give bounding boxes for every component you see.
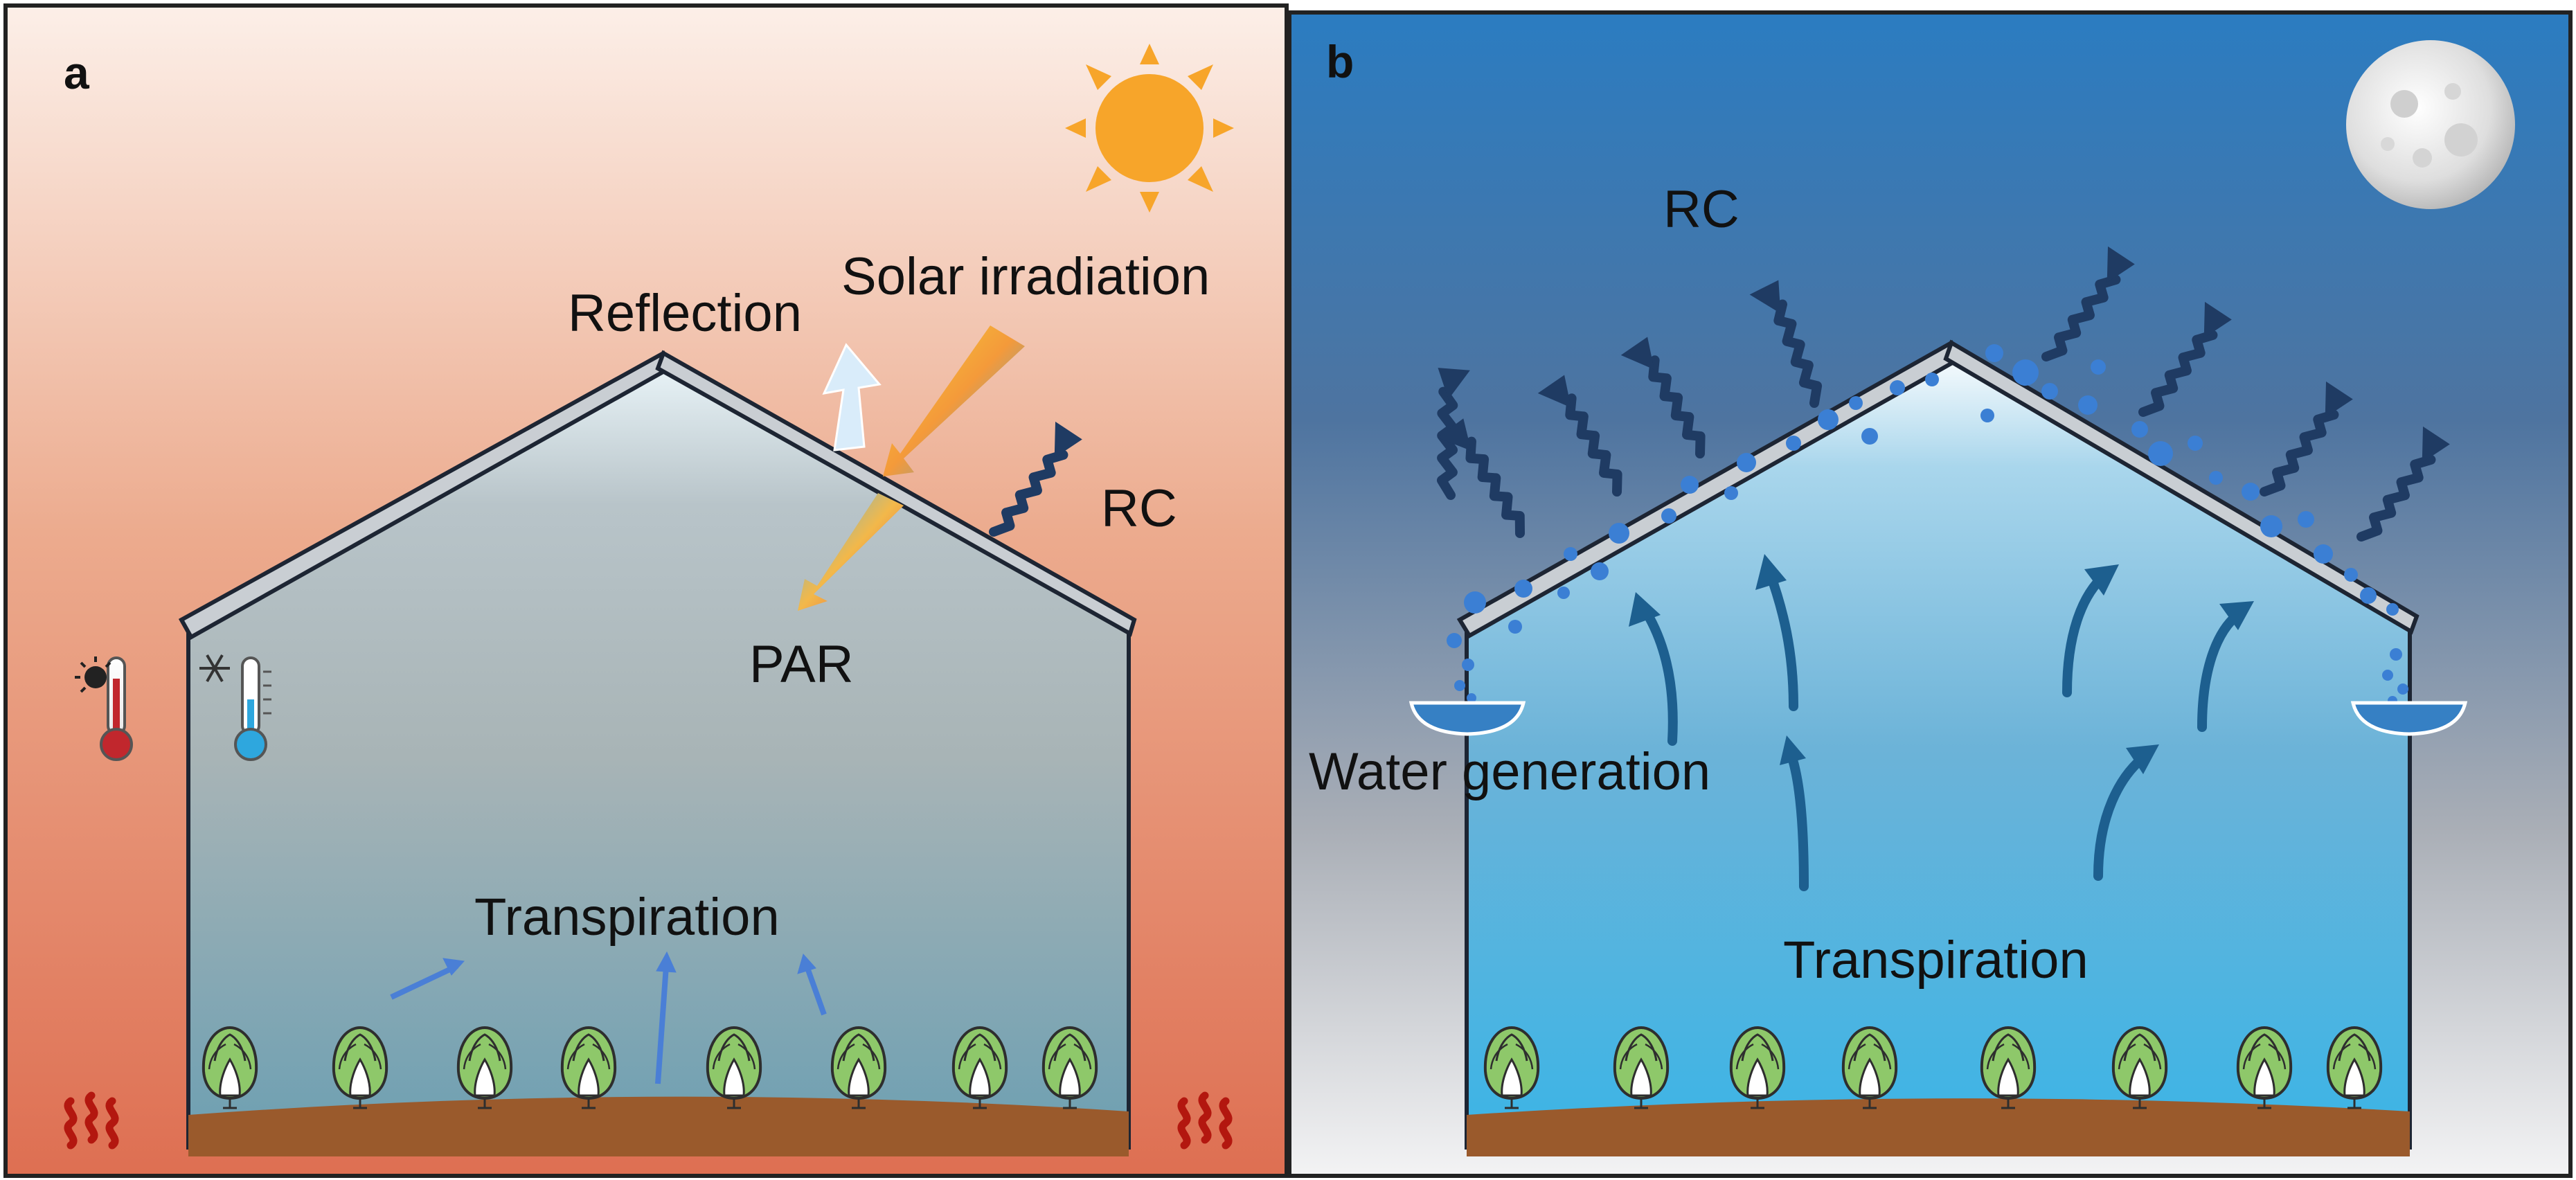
water-collector-left xyxy=(1408,701,1526,736)
panel-a-letter: a xyxy=(64,47,90,98)
water-generation-label: Water generation xyxy=(1309,742,1710,801)
moon-icon xyxy=(2346,40,2515,209)
snowflake-icon xyxy=(199,654,230,683)
par-label: PAR xyxy=(749,635,854,694)
transpiration-label-a: Transpiration xyxy=(474,888,780,947)
panel-b-letter: b xyxy=(1326,36,1354,87)
cold-thermometer-icon xyxy=(234,656,271,761)
solar-irradiation-label: Solar irradiation xyxy=(841,247,1210,306)
transpiration-label-b: Transpiration xyxy=(1783,931,2088,990)
hot-thermometer-icon xyxy=(75,656,133,761)
transpiration-arrows xyxy=(390,951,827,1084)
panel-b: b RC Water generation Transpiration xyxy=(1287,10,2573,1178)
rc-label-b: RC xyxy=(1663,180,1739,239)
rc-label-a: RC xyxy=(1101,479,1177,538)
water-collector-right xyxy=(2350,701,2468,736)
condensation-droplets xyxy=(1447,344,2408,706)
transpiration-arrowheads xyxy=(1629,554,2254,774)
reflection-label: Reflection xyxy=(568,284,802,343)
panel-a: a Reflection Solar irradiation RC PAR Tr… xyxy=(3,3,1289,1178)
reflection-arrow xyxy=(822,343,882,452)
solar-beam-arrow xyxy=(798,325,1025,611)
sun-icon xyxy=(1065,44,1234,213)
